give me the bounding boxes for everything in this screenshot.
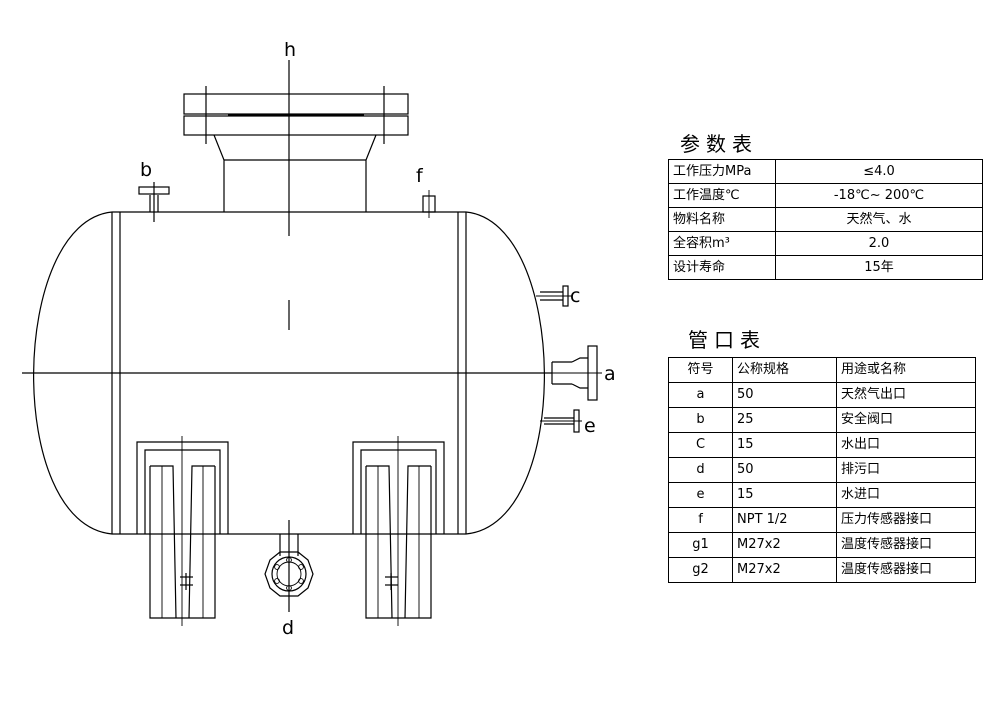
nozzle-spec: 50 — [732, 457, 837, 483]
manway-nozzle-h — [183, 86, 409, 212]
nozzle-spec: 50 — [732, 382, 837, 408]
label-h: h — [284, 39, 296, 61]
param-row: 工作温度℃ -18℃~ 200℃ — [668, 183, 983, 208]
label-b: b — [140, 159, 152, 181]
header-use: 用途或名称 — [836, 357, 976, 383]
param-row: 物料名称 天然气、水 — [668, 207, 983, 232]
param-row: 设计寿命 15年 — [668, 255, 983, 280]
left-saddle — [136, 436, 229, 626]
nozzle-f — [422, 190, 436, 218]
label-f: f — [416, 165, 424, 187]
nozzle-use: 压力传感器接口 — [836, 507, 976, 533]
header-symbol: 符号 — [668, 357, 733, 383]
centerlines — [22, 60, 552, 612]
nozzle-table-title: 管口表 — [688, 328, 766, 352]
param-row: 全容积m³ 2.0 — [668, 231, 983, 256]
nozzle-table-header: 符号 公称规格 用途或名称 — [668, 357, 976, 383]
param-name: 设计寿命 — [668, 255, 776, 280]
nozzle-d — [264, 534, 314, 597]
label-d: d — [282, 617, 294, 639]
nozzle-use: 温度传感器接口 — [836, 557, 976, 583]
param-name: 工作温度℃ — [668, 183, 776, 208]
param-table-title: 参数表 — [680, 132, 758, 156]
label-c: c — [570, 285, 580, 307]
nozzle-use: 天然气出口 — [836, 382, 976, 408]
nozzle-row: a 50 天然气出口 — [668, 382, 976, 408]
nozzle-row: d 50 排污口 — [668, 457, 976, 483]
nozzle-row: g1 M27x2 温度传感器接口 — [668, 532, 976, 558]
nozzle-symbol: f — [668, 507, 733, 533]
nozzle-use: 安全阀口 — [836, 407, 976, 433]
param-name: 工作压力MPa — [668, 159, 776, 184]
nozzle-symbol: b — [668, 407, 733, 433]
param-row: 工作压力MPa ≤4.0 — [668, 159, 983, 184]
param-value: ≤4.0 — [775, 159, 983, 184]
param-name: 物料名称 — [668, 207, 776, 232]
label-e: e — [584, 415, 596, 437]
nozzle-symbol: g2 — [668, 557, 733, 583]
nozzle-table: 符号 公称规格 用途或名称 a 50 天然气出口 b 25 安全阀口 C 15 … — [668, 357, 976, 583]
nozzle-use: 温度传感器接口 — [836, 532, 976, 558]
nozzle-symbol: C — [668, 432, 733, 458]
nozzle-row: C 15 水出口 — [668, 432, 976, 458]
param-table: 工作压力MPa ≤4.0 工作温度℃ -18℃~ 200℃ 物料名称 天然气、水… — [668, 159, 983, 280]
nozzle-spec: NPT 1/2 — [732, 507, 837, 533]
param-name: 全容积m³ — [668, 231, 776, 256]
header-spec: 公称规格 — [732, 357, 837, 383]
nozzle-b — [138, 182, 170, 222]
nozzle-use: 水出口 — [836, 432, 976, 458]
nozzle-c — [536, 285, 572, 307]
nozzle-symbol: g1 — [668, 532, 733, 558]
nozzle-spec: M27x2 — [732, 557, 837, 583]
nozzle-row: f NPT 1/2 压力传感器接口 — [668, 507, 976, 533]
nozzle-spec: M27x2 — [732, 532, 837, 558]
param-value: 天然气、水 — [775, 207, 983, 232]
label-a: a — [604, 363, 616, 385]
nozzle-symbol: d — [668, 457, 733, 483]
nozzle-symbol: e — [668, 482, 733, 508]
nozzle-row: g2 M27x2 温度传感器接口 — [668, 557, 976, 583]
nozzle-a — [548, 345, 602, 401]
nozzle-use: 水进口 — [836, 482, 976, 508]
nozzle-spec: 15 — [732, 482, 837, 508]
nozzle-symbol: a — [668, 382, 733, 408]
param-value: 15年 — [775, 255, 983, 280]
nozzle-e — [540, 409, 582, 433]
nozzle-spec: 25 — [732, 407, 837, 433]
right-saddle — [352, 436, 445, 626]
nozzle-spec: 15 — [732, 432, 837, 458]
param-value: 2.0 — [775, 231, 983, 256]
nozzle-use: 排污口 — [836, 457, 976, 483]
param-value: -18℃~ 200℃ — [775, 183, 983, 208]
nozzle-row: e 15 水进口 — [668, 482, 976, 508]
nozzle-row: b 25 安全阀口 — [668, 407, 976, 433]
